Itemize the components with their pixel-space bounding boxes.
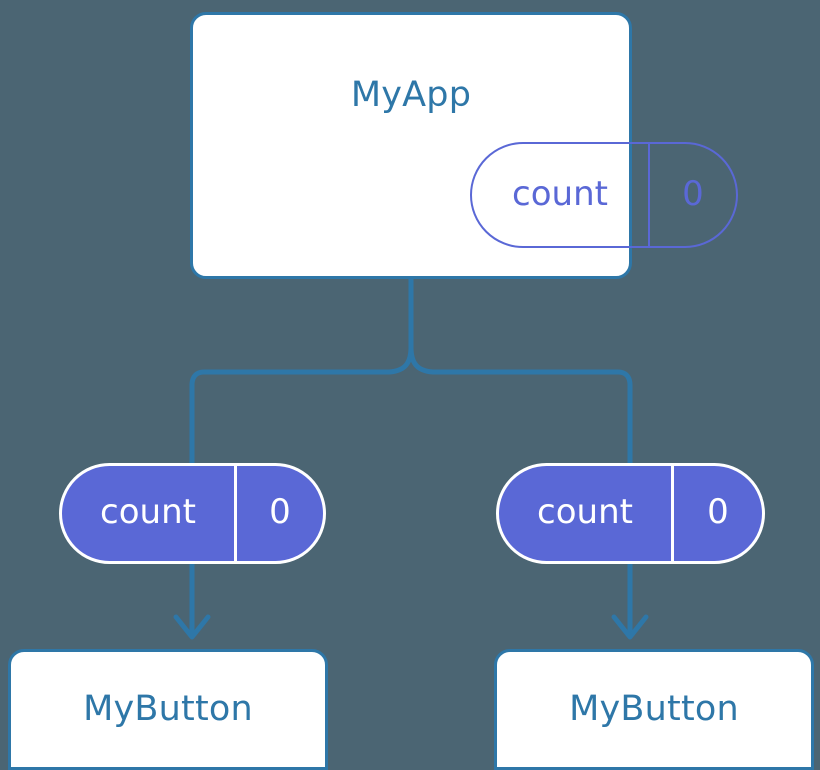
state-pill-branch-right-count[interactable]: count 0	[496, 463, 765, 564]
state-pill-key: count	[499, 466, 674, 561]
component-card-mybutton-left[interactable]: MyButton	[8, 649, 328, 770]
state-pill-key: count	[472, 144, 650, 246]
state-pill-value: 0	[269, 492, 291, 532]
component-title-mybutton: MyButton	[569, 689, 739, 729]
state-pill-value: 0	[707, 492, 729, 532]
state-pill-branch-left-count[interactable]: count 0	[59, 463, 326, 564]
component-title-mybutton: MyButton	[83, 689, 253, 729]
fork-right-connector	[408, 346, 633, 386]
state-pill-value: 0	[682, 173, 704, 214]
state-pill-myapp-count[interactable]: count 0	[470, 142, 738, 248]
component-title-myapp: MyApp	[350, 75, 472, 115]
state-pill-key: count	[62, 466, 237, 561]
arrow-left-head-icon	[173, 614, 211, 640]
arrow-right-head-icon	[611, 614, 649, 640]
component-card-mybutton-right[interactable]: MyButton	[494, 649, 814, 770]
fork-left-connector	[189, 346, 414, 386]
component-card-myapp[interactable]: MyApp count 0	[190, 12, 738, 279]
